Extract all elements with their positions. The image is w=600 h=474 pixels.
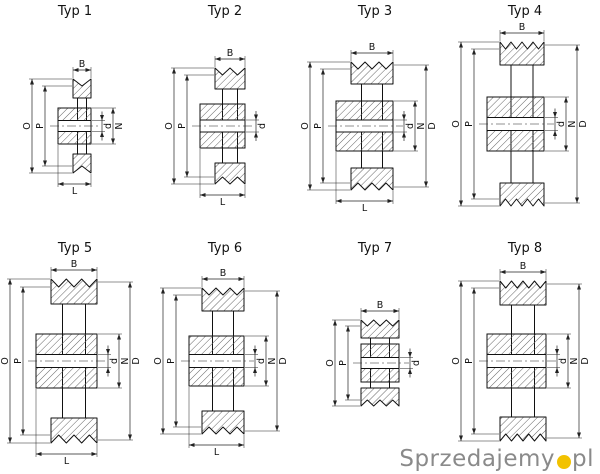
svg-text:d: d: [103, 123, 114, 129]
svg-text:N: N: [567, 120, 578, 127]
svg-text:L: L: [64, 456, 70, 467]
svg-text:B: B: [520, 261, 527, 272]
svg-text:O: O: [22, 122, 33, 129]
pulley-type-title: Typ 6: [207, 241, 243, 256]
svg-text:B: B: [519, 22, 526, 33]
svg-text:O: O: [325, 359, 336, 366]
svg-text:P: P: [313, 123, 324, 129]
svg-text:P: P: [464, 358, 475, 364]
svg-text:N: N: [267, 357, 278, 364]
svg-text:B: B: [220, 268, 227, 279]
pulley-type-title: Typ 3: [357, 4, 393, 19]
svg-text:d: d: [256, 358, 267, 364]
svg-text:N: N: [120, 357, 131, 364]
svg-text:B: B: [369, 42, 376, 53]
svg-text:O: O: [300, 122, 311, 129]
svg-text:P: P: [177, 123, 188, 129]
svg-text:O: O: [0, 357, 11, 364]
svg-text:L: L: [72, 186, 78, 197]
watermark-tld: pl: [572, 446, 594, 472]
svg-text:N: N: [114, 122, 125, 129]
watermark-text: Sprzedajemy: [399, 446, 555, 472]
pulley-type-title: Typ 8: [507, 241, 543, 256]
pulley-type-title: Typ 4: [507, 4, 543, 19]
pulley-type-title: Typ 1: [57, 4, 93, 19]
svg-text:D: D: [580, 357, 591, 364]
pulley-type-title: Typ 5: [57, 241, 93, 256]
svg-text:P: P: [166, 358, 177, 364]
svg-text:B: B: [71, 259, 78, 270]
svg-text:B: B: [377, 300, 384, 311]
svg-text:N: N: [416, 122, 427, 129]
svg-text:D: D: [427, 122, 438, 129]
pulley-type-title: Typ 2: [207, 4, 243, 19]
watermark-dot-icon: [557, 455, 571, 469]
svg-text:L: L: [220, 197, 226, 208]
svg-text:O: O: [451, 357, 462, 364]
svg-text:d: d: [109, 358, 120, 364]
svg-text:d: d: [556, 121, 567, 127]
svg-text:B: B: [79, 59, 86, 70]
svg-text:D: D: [131, 357, 142, 364]
svg-text:P: P: [338, 360, 349, 366]
svg-text:L: L: [362, 203, 368, 214]
svg-text:d: d: [558, 358, 569, 364]
watermark: Sprzedajemy pl: [399, 446, 594, 472]
svg-text:O: O: [153, 357, 164, 364]
svg-text:B: B: [227, 48, 234, 59]
pulley-type-title: Typ 7: [357, 241, 393, 256]
svg-text:P: P: [13, 358, 24, 364]
svg-text:d: d: [257, 123, 268, 129]
svg-text:O: O: [451, 120, 462, 127]
svg-text:D: D: [278, 357, 289, 364]
svg-text:P: P: [464, 121, 475, 127]
svg-text:L: L: [214, 447, 220, 458]
svg-text:D: D: [578, 120, 589, 127]
svg-text:P: P: [35, 123, 46, 129]
svg-text:N: N: [569, 357, 580, 364]
svg-text:O: O: [164, 122, 175, 129]
svg-text:d: d: [411, 360, 422, 366]
svg-text:d: d: [405, 123, 416, 129]
